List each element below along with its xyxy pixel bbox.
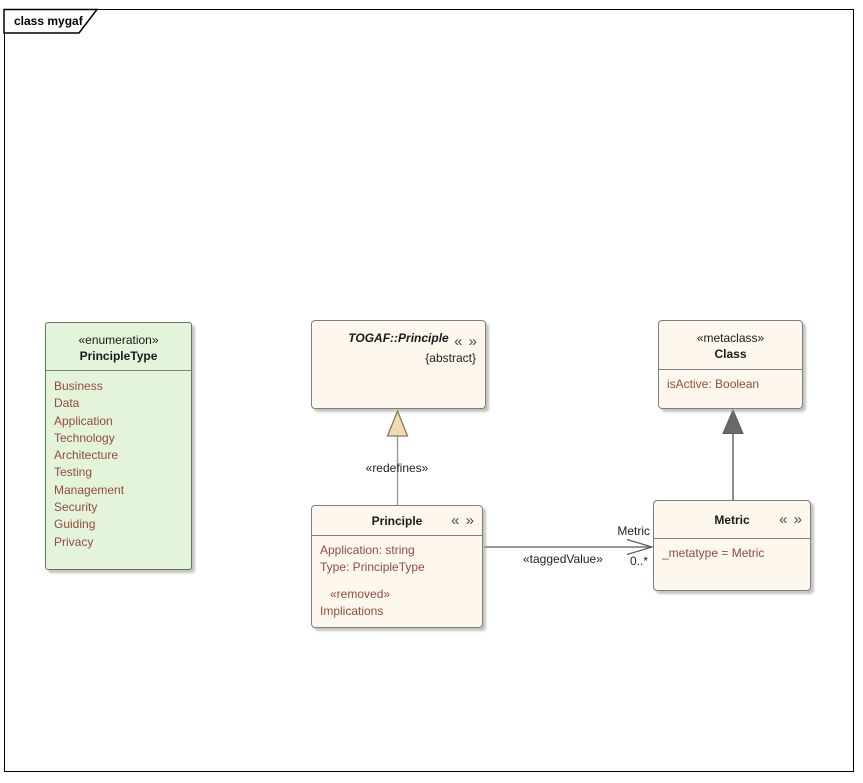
class-header: «metaclass» Class	[659, 321, 802, 369]
generalization-arrowhead	[722, 408, 744, 434]
enum-value[interactable]: Privacy	[54, 534, 94, 549]
association-target-role: Metric	[617, 524, 650, 538]
attribute[interactable]: Application: string	[320, 543, 415, 557]
class-attributes: isActive: Boolean	[659, 369, 802, 409]
redefines-connector[interactable]	[386, 409, 409, 505]
redefines-arrowhead	[386, 409, 409, 437]
principletype-header: «enumeration» PrincipleType	[46, 323, 191, 370]
stereotype-expander-icon[interactable]: « »	[779, 510, 803, 528]
attribute[interactable]: _metatype = Metric	[662, 546, 765, 560]
enum-value[interactable]: Technology	[54, 430, 115, 445]
redefines-label: «redefines»	[365, 461, 429, 475]
stereotype-expander-icon[interactable]: « »	[451, 511, 475, 529]
principle-tagged-section: «removed» Implications	[320, 586, 474, 621]
enum-value[interactable]: Data	[54, 396, 80, 411]
tagged-value-connector[interactable]	[484, 538, 655, 556]
class-box-metric[interactable]: Metric « » _metatype = Metric	[653, 500, 811, 591]
principle-attributes: Application: string Type: PrincipleType …	[312, 535, 482, 628]
attribute[interactable]: isActive: Boolean	[667, 377, 760, 391]
principletype-stereotype: «enumeration»	[78, 332, 159, 347]
class-name: Class	[714, 347, 747, 361]
enum-value[interactable]: Guiding	[54, 517, 96, 532]
class-box-principle[interactable]: Principle « » Application: string Type: …	[311, 505, 483, 628]
open-arrowhead	[626, 538, 655, 556]
metric-name: Metric	[714, 512, 750, 527]
association-multiplicity: 0..*	[630, 554, 649, 568]
enum-value[interactable]: Business	[54, 379, 103, 393]
generalization-connector[interactable]	[722, 408, 744, 500]
principletype-values: Business Data Application Technology Arc…	[46, 370, 191, 570]
enum-value[interactable]: Testing	[54, 465, 93, 480]
attribute[interactable]: Type: PrincipleType	[320, 560, 425, 575]
enum-value[interactable]: Management	[54, 482, 125, 497]
abstract-constraint: {abstract}	[425, 351, 476, 365]
metric-header: Metric « »	[654, 501, 810, 538]
frame-tab	[3, 8, 99, 34]
stereotype-expander-icon[interactable]: « »	[454, 333, 478, 350]
frame-title: class mygaf	[14, 14, 83, 28]
togaf-principle-name: TOGAF::Principle	[348, 331, 449, 345]
enum-value[interactable]: Application	[54, 413, 113, 428]
class-box-principletype[interactable]: «enumeration» PrincipleType Business Dat…	[45, 322, 192, 570]
enum-value[interactable]: Security	[54, 500, 98, 515]
class-box-class[interactable]: «metaclass» Class isActive: Boolean	[658, 320, 803, 409]
metric-attributes: _metatype = Metric	[654, 538, 810, 591]
tagged-stereotype: «removed»	[330, 586, 391, 601]
principle-header: Principle « »	[312, 506, 482, 535]
principle-name: Principle	[371, 513, 423, 528]
principletype-name: PrincipleType	[79, 348, 158, 363]
enum-value[interactable]: Architecture	[54, 448, 119, 463]
class-box-togaf-principle[interactable]: TOGAF::Principle « » {abstract}	[311, 320, 486, 409]
tagged-value-label: «taggedValue»	[523, 552, 603, 566]
togaf-principle-header: TOGAF::Principle	[312, 321, 485, 355]
class-stereotype: «metaclass»	[696, 331, 765, 345]
tagged-value[interactable]: Implications	[320, 603, 384, 618]
